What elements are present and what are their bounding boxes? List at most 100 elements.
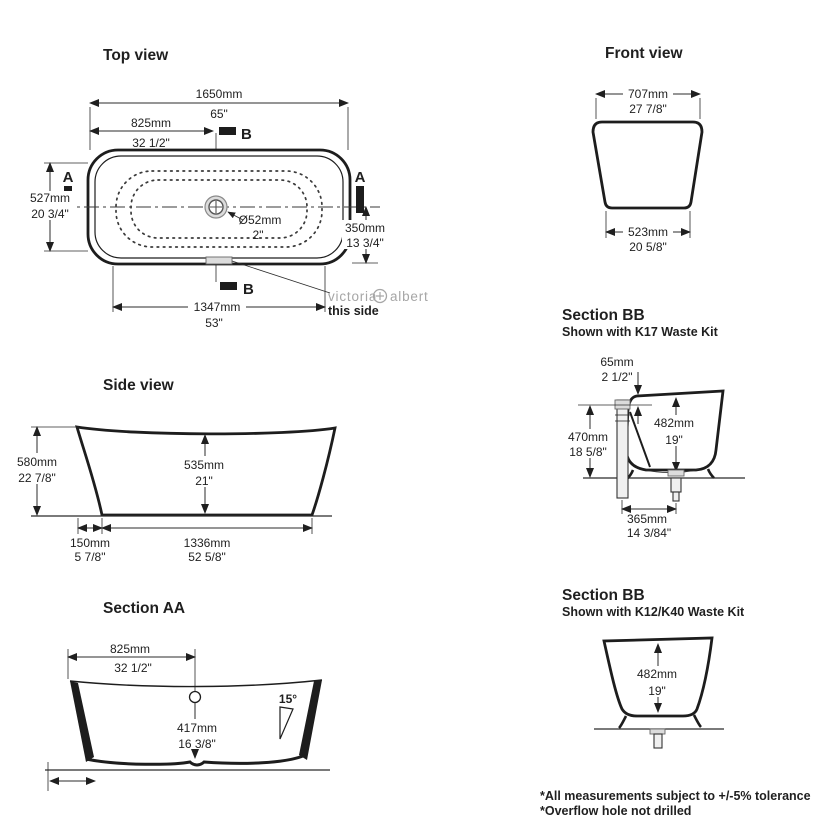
dim-label: 825mm xyxy=(131,116,171,130)
footnote-overflow: *Overflow hole not drilled xyxy=(540,804,691,818)
inner-rim-dotted xyxy=(115,170,323,248)
overflow-slot xyxy=(205,256,233,265)
dim-depth: 417mm 16 3/8" xyxy=(177,703,217,759)
dim-label: 52 5/8" xyxy=(188,550,226,564)
dim-label: 150mm xyxy=(70,536,110,550)
foot-right xyxy=(692,714,702,728)
section-bb-k17: Section BB Shown with K17 Waste Kit 65mm… xyxy=(562,307,745,540)
front-view-title: Front view xyxy=(605,45,683,62)
dim-waste-offset: 365mm 14 3/84" xyxy=(621,500,677,540)
dim-drain-offset: 350mm 13 3/4" xyxy=(342,206,390,264)
tub-section-aa-outline xyxy=(69,679,323,767)
top-view-title: Top view xyxy=(103,47,169,64)
brand-victoria: victoria xyxy=(328,289,377,304)
side-view-title: Side view xyxy=(103,377,175,394)
section-bb-k12-subtitle: Shown with K12/K40 Waste Kit xyxy=(562,605,745,619)
brand-plus-icon xyxy=(372,288,388,304)
dim-label: 350mm xyxy=(345,221,385,235)
dim-label: 18 5/8" xyxy=(569,445,607,459)
dim-label: 32 1/2" xyxy=(132,136,170,150)
section-a-label: A xyxy=(63,169,74,186)
dim-label: 19" xyxy=(648,684,666,698)
dim-standpipe-height: 470mm 18 5/8" xyxy=(564,405,613,478)
dim-rim-height: 482mm 19" xyxy=(652,397,699,472)
slope-indicator: 15° xyxy=(279,692,297,740)
dim-drain-label: 2" xyxy=(253,228,264,242)
dim-toe: 150mm 5 7/8" xyxy=(70,518,110,564)
section-aa: Section AA 825mm 32 1/2" 417mm 16 3/8" 1… xyxy=(45,600,330,791)
dim-label: 482mm xyxy=(637,667,677,681)
side-view: Side view 580mm 22 7/8" 535mm 21" 150mm … xyxy=(13,377,337,564)
dim-label: 580mm xyxy=(17,455,57,469)
section-aa-title: Section AA xyxy=(103,600,185,617)
dim-label: 527mm xyxy=(30,191,70,205)
overflow-tube xyxy=(629,411,651,468)
dim-base-length: 1347mm 53" B xyxy=(112,266,326,330)
dim-front-top: 707mm 27 7/8" xyxy=(595,86,701,119)
dim-label: 535mm xyxy=(184,458,224,472)
dim-plinth xyxy=(47,762,96,791)
dim-label: 20 5/8" xyxy=(629,240,667,254)
dim-label: 21" xyxy=(195,474,213,488)
section-b-tick xyxy=(220,282,237,290)
dim-front-base: 523mm 20 5/8" xyxy=(605,211,691,254)
footnotes: *All measurements subject to +/-5% toler… xyxy=(540,789,811,818)
dim-label: 365mm xyxy=(627,512,667,526)
section-bb-k12: Section BB Shown with K12/K40 Waste Kit … xyxy=(562,587,745,749)
dim-center-offset: 825mm 32 1/2" B xyxy=(89,116,252,150)
brand-albert: albert xyxy=(390,289,429,304)
drain-section xyxy=(188,690,202,704)
dim-label: 13 3/4" xyxy=(346,236,384,250)
dim-label: 22 7/8" xyxy=(18,471,56,485)
section-b-label: B xyxy=(241,126,252,143)
dim-overall-length: 1650mm 65" xyxy=(89,87,349,150)
dim-label: 53" xyxy=(205,316,223,330)
dim-rim-height: 482mm 19" xyxy=(634,643,682,713)
dim-label: 19" xyxy=(665,433,683,447)
section-a-label: A xyxy=(355,169,366,186)
dim-inner-height: 535mm 21" xyxy=(181,434,229,514)
k17-drain xyxy=(667,469,685,502)
dim-label: 417mm xyxy=(177,721,217,735)
dim-width: 527mm 20 3/4" xyxy=(26,162,88,252)
section-bb-k17-subtitle: Shown with K17 Waste Kit xyxy=(562,325,719,339)
brand-logo: victoria albert this side xyxy=(231,260,429,318)
dim-label: 5 7/8" xyxy=(75,550,106,564)
section-bb-k12-title: Section BB xyxy=(562,587,645,604)
dim-label: 1336mm xyxy=(184,536,231,550)
dim-label: 65" xyxy=(210,107,228,121)
footnote-tolerance: *All measurements subject to +/-5% toler… xyxy=(540,789,811,803)
foot-left xyxy=(618,715,628,729)
tub-front-outline xyxy=(591,120,704,210)
k17-standpipe xyxy=(614,399,651,499)
dim-label: 20 3/4" xyxy=(31,207,69,221)
dim-label: 32 1/2" xyxy=(114,661,152,675)
foot-right xyxy=(706,468,715,479)
front-view: Front view 707mm 27 7/8" 523mm 20 5/8" xyxy=(591,45,704,254)
dim-label: 470mm xyxy=(568,430,608,444)
dim-base-run: 1336mm 52 5/8" xyxy=(101,518,313,564)
dim-label: 65mm xyxy=(600,355,633,369)
dim-label: 707mm xyxy=(628,87,668,101)
wall-right xyxy=(299,680,322,760)
section-b-label: B xyxy=(243,281,254,298)
dim-label: 27 7/8" xyxy=(629,102,667,116)
drain-plan: Ø52mm 2" xyxy=(204,195,282,242)
dim-overall-height: 580mm 22 7/8" xyxy=(13,426,79,516)
dim-label: 523mm xyxy=(628,225,668,239)
dim-center: 825mm 32 1/2" xyxy=(67,642,196,691)
this-side-label: this side xyxy=(328,304,379,318)
angle-label: 15° xyxy=(279,692,297,706)
k12-drain xyxy=(649,728,666,749)
wall-left xyxy=(70,681,94,762)
dim-label: 482mm xyxy=(654,416,694,430)
slope-wedge-icon xyxy=(279,706,294,740)
dim-drain-label: Ø52mm xyxy=(239,213,282,227)
dim-label: 1650mm xyxy=(196,87,243,101)
top-view: Top view 1650mm 65" 825mm 32 1/2" B xyxy=(26,47,429,330)
dim-label: 1347mm xyxy=(194,300,241,314)
dim-label: 16 3/8" xyxy=(178,737,216,751)
dim-label: 825mm xyxy=(110,642,150,656)
